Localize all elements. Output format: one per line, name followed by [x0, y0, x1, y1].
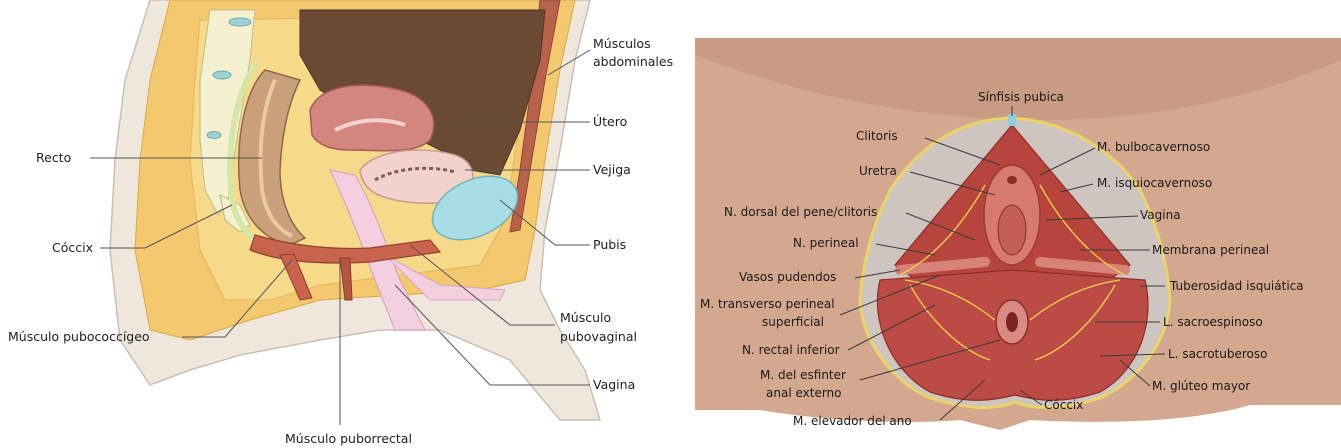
label-bladder: Vejiga: [593, 162, 631, 177]
label-coccyx-right: Cóccix: [1044, 398, 1083, 412]
label-vagina-right: Vagina: [1140, 208, 1181, 222]
label-coccyx: Cóccix: [52, 240, 93, 255]
label-uterus: Útero: [593, 114, 627, 129]
label-levator-ani: M. elevador del ano: [793, 414, 912, 428]
label-symphysis: Sínfisis pubica: [978, 90, 1064, 104]
label-sacrospinous: L. sacroespinoso: [1163, 315, 1263, 329]
label-rectum: Recto: [36, 150, 71, 165]
label-ischiocavernosus: M. isquiocavernoso: [1097, 176, 1212, 190]
label-vagina-left: Vagina: [593, 377, 635, 392]
label-puborectal: Músculo puborrectal: [285, 431, 412, 446]
label-gluteus: M. glúteo mayor: [1152, 379, 1250, 393]
label-abdominal-muscles-1: Músculos: [593, 36, 651, 51]
label-anal-sphincter-1: M. del esfinter: [760, 368, 846, 382]
label-pudendal-vessels: Vasos pudendos: [739, 270, 836, 284]
label-pubovaginal-2: pubovaginal: [560, 329, 637, 344]
label-perineal-nerve: N. perineal: [793, 236, 859, 250]
label-pubovaginal-1: Músculo: [560, 310, 611, 325]
label-sacrotuberous: L. sacrotuberoso: [1168, 347, 1267, 361]
label-clitoris: Clitoris: [856, 129, 898, 143]
label-pubis: Pubis: [593, 237, 626, 252]
label-perineal-membrane: Membrana perineal: [1152, 243, 1269, 257]
label-urethra: Uretra: [859, 164, 897, 178]
label-abdominal-muscles-2: abdominales: [593, 54, 673, 69]
label-dorsal-nerve: N. dorsal del pene/clitoris: [724, 205, 877, 219]
label-anal-sphincter-2: anal externo: [766, 386, 842, 400]
label-pubococcygeus: Músculo pubococcígeo: [8, 329, 150, 344]
label-ischial-tuberosity: Tuberosidad isquiática: [1169, 279, 1304, 293]
label-transverse-2: superficial: [762, 315, 824, 329]
label-transverse-1: M. transverso perineal: [700, 297, 835, 311]
label-bulbocavernosus: M. bulbocavernoso: [1097, 140, 1210, 154]
label-inferior-rectal-nerve: N. rectal inferior: [742, 343, 840, 357]
perineal-view-figure: Sínfisis pubica Clitoris M. bulbocaverno…: [695, 38, 1341, 430]
sagittal-pelvis-figure: Músculos abdominales Útero Vejiga Recto …: [8, 0, 673, 446]
